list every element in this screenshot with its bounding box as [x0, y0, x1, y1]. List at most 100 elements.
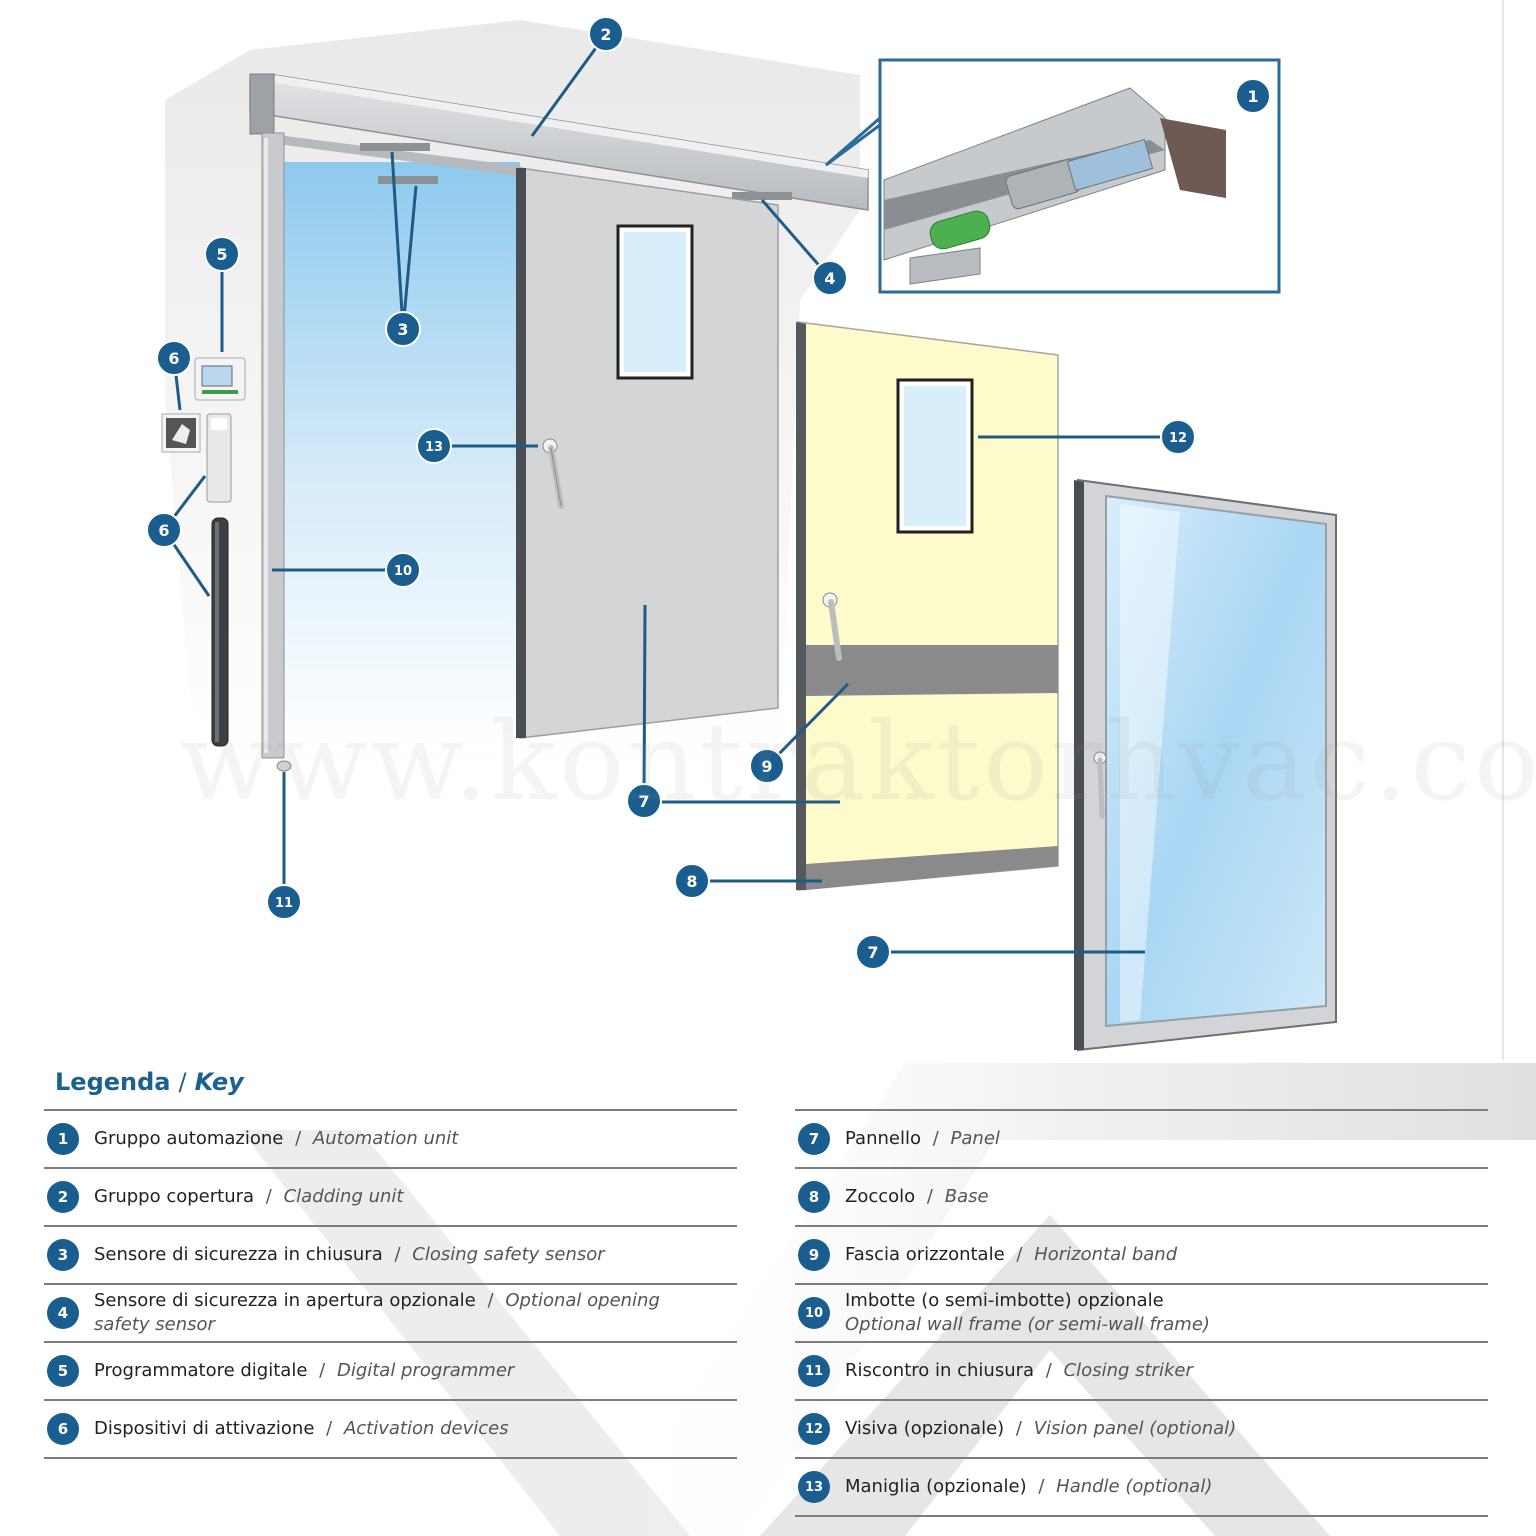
legend-item-separator: /	[1032, 1476, 1050, 1497]
legend-item-7: 7 Pannello / Panel	[795, 1111, 1488, 1169]
svg-text:10: 10	[394, 564, 412, 579]
legend-badge: 13	[798, 1471, 830, 1503]
callout-11: 11	[267, 885, 301, 919]
callout-1: 1	[1236, 79, 1270, 113]
callout-2: 2	[589, 17, 623, 51]
legend-item-separator: /	[1010, 1244, 1028, 1265]
svg-text:1: 1	[1247, 87, 1258, 106]
legend-item-10: 10 Imbotte (o semi-imbotte) opzionale Opt…	[795, 1285, 1488, 1343]
legend-item-separator: /	[1010, 1418, 1028, 1439]
legend-badge: 5	[47, 1355, 79, 1387]
svg-text:3: 3	[397, 320, 408, 339]
legend-item-italian: Gruppo automazione	[94, 1128, 283, 1149]
legend-item-text: Sensore di sicurezza in chiusura / Closi…	[94, 1243, 717, 1267]
legend-item-11: 11 Riscontro in chiusura / Closing strike…	[795, 1343, 1488, 1401]
svg-text:4: 4	[824, 269, 835, 288]
legend-item-english: Horizontal band	[1034, 1244, 1177, 1265]
legend-item-text: Dispositivi di attivazione / Activation …	[94, 1417, 717, 1441]
callout-6b: 6	[147, 513, 181, 547]
legend-item-english: Base	[945, 1186, 989, 1207]
page-side-rule	[1502, 0, 1504, 1060]
callout-5: 5	[205, 237, 239, 271]
opening-safety-sensor	[732, 192, 792, 200]
legend-item-italian: Dispositivi di attivazione	[94, 1418, 314, 1439]
legend-item-text: Fascia orizzontale / Horizontal band	[845, 1243, 1468, 1267]
svg-text:11: 11	[275, 896, 293, 911]
legend-badge: 10	[798, 1297, 830, 1329]
legend-item-italian: Pannello	[845, 1128, 921, 1149]
legend-item-italian: Gruppo copertura	[94, 1186, 254, 1207]
legend-item-italian: Programmatore digitale	[94, 1360, 307, 1381]
callout-6a: 6	[157, 341, 191, 375]
digital-programmer	[195, 358, 245, 400]
legend-item-italian: Sensore di sicurezza in chiusura	[94, 1244, 383, 1265]
svg-text:7: 7	[638, 792, 649, 811]
callout-13: 13	[417, 429, 451, 463]
legend-item-english: Vision panel (optional)	[1034, 1418, 1237, 1439]
legend-badge: 3	[47, 1239, 79, 1271]
legend-item-english: Handle (optional)	[1056, 1476, 1212, 1497]
svg-text:5: 5	[216, 245, 227, 264]
callout-7b: 7	[856, 935, 890, 969]
callout-3: 3	[386, 312, 420, 346]
legend-item-text: Zoccolo / Base	[845, 1185, 1468, 1209]
legend-item-9: 9 Fascia orizzontale / Horizontal band	[795, 1227, 1488, 1285]
legend-item-8: 8 Zoccolo / Base	[795, 1169, 1488, 1227]
legend-badge: 12	[798, 1413, 830, 1445]
legend-item-english: Closing striker	[1064, 1360, 1193, 1381]
callout-7a: 7	[627, 784, 661, 818]
legend-item-italian: Maniglia (opzionale)	[845, 1476, 1027, 1497]
legend-item-english: Digital programmer	[337, 1360, 514, 1381]
legend-item-text: Visiva (opzionale) / Vision panel (optio…	[845, 1417, 1468, 1441]
legend-badge: 7	[798, 1123, 830, 1155]
legend-item-separator: /	[320, 1418, 338, 1439]
legend-badge: 8	[798, 1181, 830, 1213]
legend-item-text: Programmatore digitale / Digital program…	[94, 1359, 717, 1383]
closing-safety-sensor	[360, 143, 430, 151]
svg-text:7: 7	[867, 943, 878, 962]
callout-8: 8	[675, 864, 709, 898]
legend-item-text: Gruppo copertura / Cladding unit	[94, 1185, 717, 1209]
legend-item-separator: /	[1040, 1360, 1058, 1381]
rail-end-cap	[250, 74, 274, 134]
legend-column-right: 7 Pannello / Panel 8 Zoccolo / Base 9 Fascia …	[795, 1109, 1488, 1517]
legend-item-italian: Visiva (opzionale)	[845, 1418, 1004, 1439]
legend-item-italian: Zoccolo	[845, 1186, 915, 1207]
legend-title: Legenda/Key	[55, 1068, 244, 1096]
legend-item-separator: /	[482, 1290, 500, 1311]
legend-item-english: Optional wall frame (or semi-wall frame)	[845, 1314, 1210, 1335]
legend-title-en: Key	[195, 1068, 244, 1096]
legend-item-italian: Sensore di sicurezza in apertura opziona…	[94, 1290, 476, 1311]
svg-text:13: 13	[425, 440, 443, 455]
svg-text:6: 6	[168, 349, 179, 368]
legend-item-3: 3 Sensore di sicurezza in chiusura / Clos…	[44, 1227, 737, 1285]
legend-item-text: Sensore di sicurezza in apertura opziona…	[94, 1289, 717, 1337]
legend-item-separator: /	[388, 1244, 406, 1265]
legend-item-italian: Imbotte (o semi-imbotte) opzionale	[845, 1290, 1164, 1311]
legend-badge: 2	[47, 1181, 79, 1213]
legend-item-separator: /	[313, 1360, 331, 1381]
legend-item-text: Pannello / Panel	[845, 1127, 1468, 1151]
svg-text:2: 2	[600, 25, 611, 44]
legend-item-separator: /	[289, 1128, 307, 1149]
legend-badge: 11	[798, 1355, 830, 1387]
legend-badge: 9	[798, 1239, 830, 1271]
svg-text:9: 9	[761, 757, 772, 776]
doorway-opening	[284, 162, 520, 752]
legend-item-separator: /	[260, 1186, 278, 1207]
push-button	[207, 414, 231, 502]
legend-title-separator: /	[171, 1068, 195, 1096]
callout-9: 9	[750, 749, 784, 783]
legend-item-italian: Riscontro in chiusura	[845, 1360, 1034, 1381]
legend-item-text: Imbotte (o semi-imbotte) opzionale Optio…	[845, 1289, 1468, 1337]
svg-text:12: 12	[1169, 431, 1187, 446]
legend-item-english: Closing safety sensor	[412, 1244, 604, 1265]
svg-text:6: 6	[158, 521, 169, 540]
callout-4: 4	[813, 261, 847, 295]
sensor-bar	[212, 518, 228, 746]
callout-12: 12	[1161, 420, 1195, 454]
